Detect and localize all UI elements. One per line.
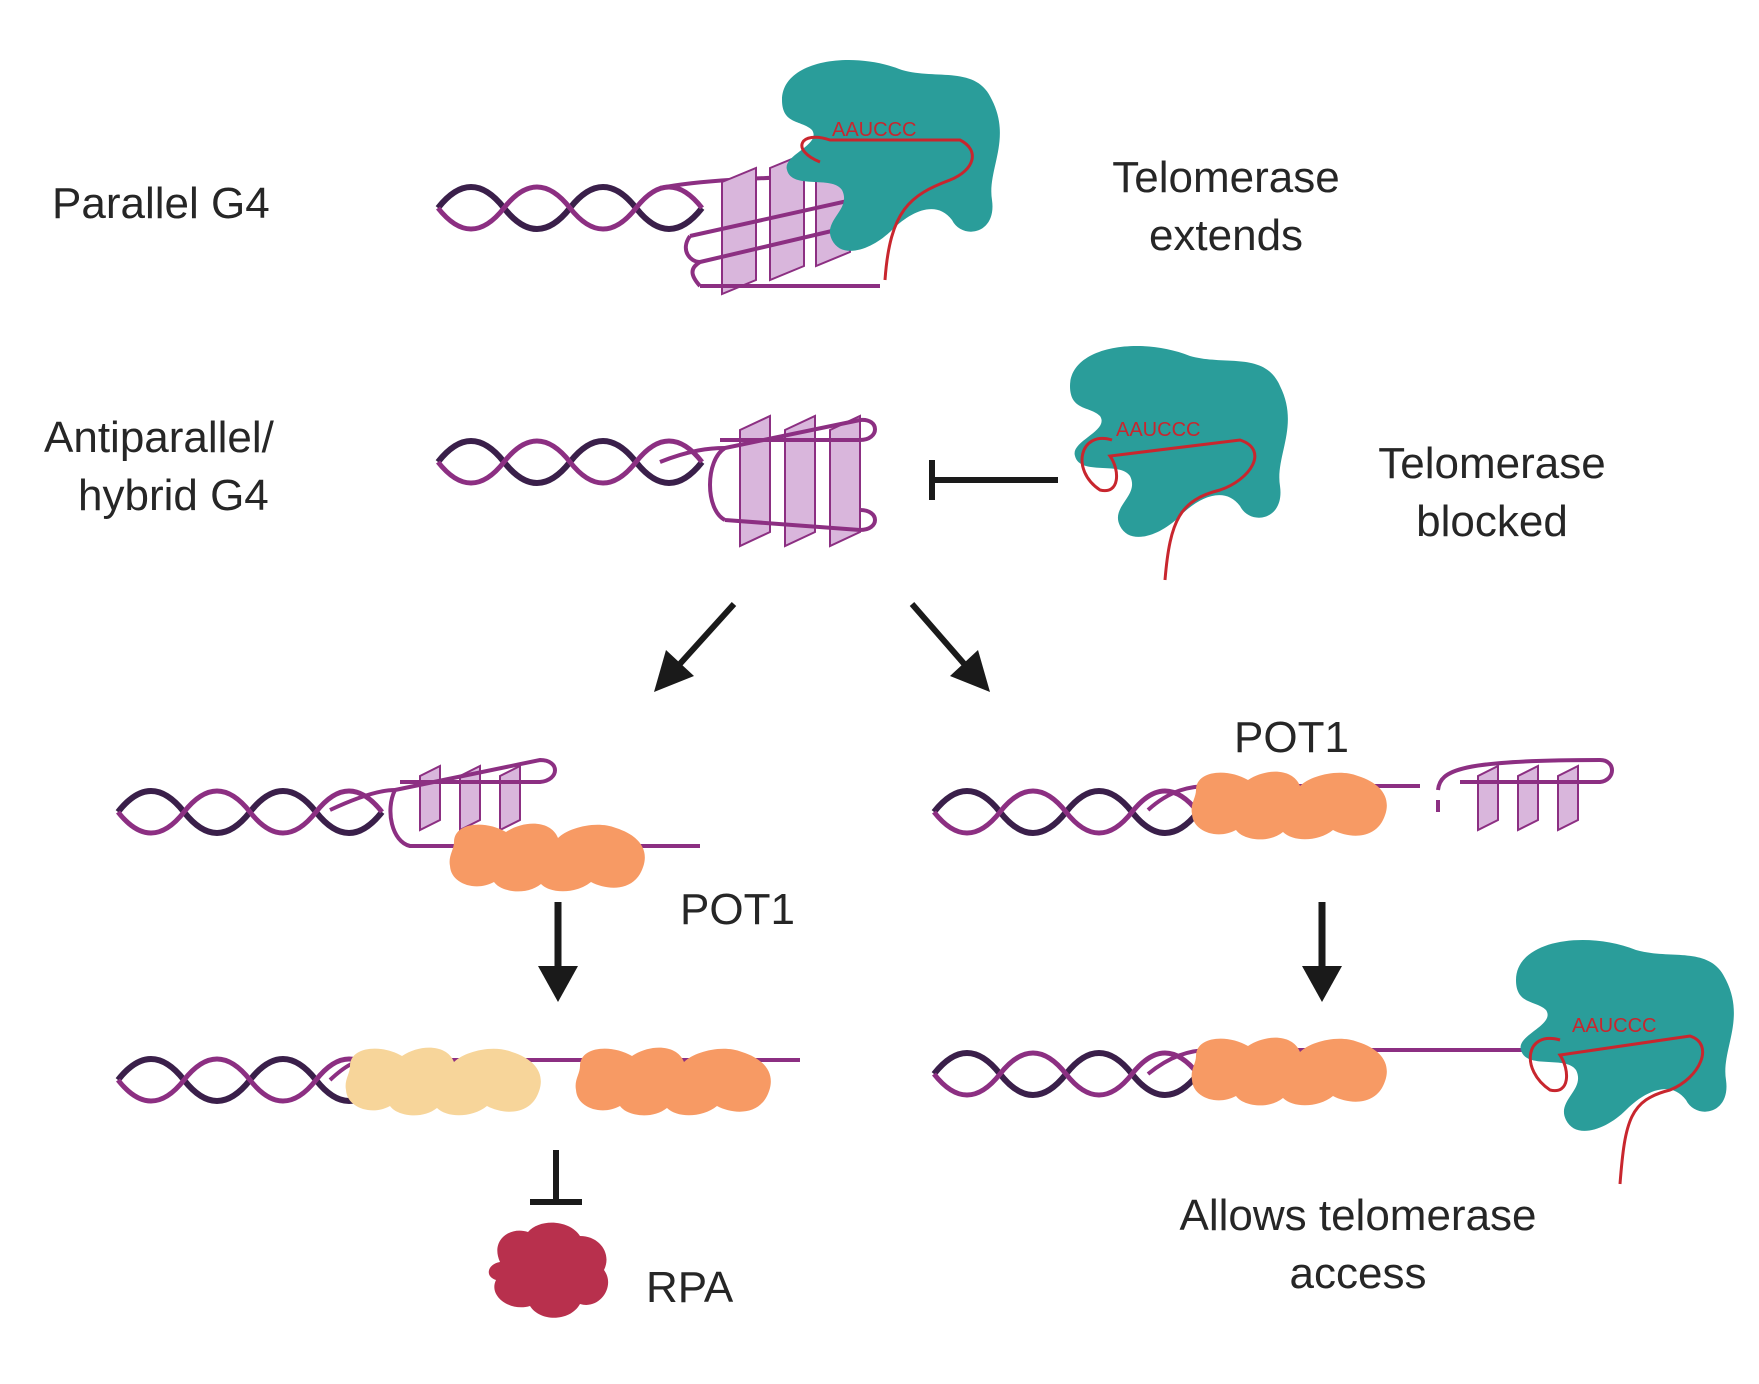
label-telomerase-extends-1: Telomerase (1112, 153, 1339, 202)
arrow-down-right-col (1302, 902, 1342, 1002)
rna-template-bottom: AAUCCC (1572, 1015, 1656, 1037)
left-pot1-rpa-complex (118, 1047, 800, 1116)
rna-template-top: AAUCCC (832, 119, 916, 141)
rpa-protein (488, 1222, 609, 1318)
label-antiparallel-1: Antiparallel/ (44, 413, 275, 462)
parallel-g4-structure (438, 140, 880, 296)
label-parallel-g4: Parallel G4 (52, 179, 270, 228)
label-antiparallel-2: hybrid G4 (78, 471, 269, 520)
arrow-down-right (909, 602, 990, 692)
rna-template-blocked: AAUCCC (1116, 419, 1200, 441)
right-pot1-telomerase-complex: AAUCCC (934, 940, 1734, 1185)
label-pot1-left: POT1 (680, 885, 795, 934)
telomerase-top: AAUCCC (782, 60, 1000, 281)
telomerase-blocked: AAUCCC (1070, 346, 1288, 581)
label-pot1-right: POT1 (1234, 713, 1349, 762)
antiparallel-g4-structure (438, 414, 877, 548)
inhibition-bar-rpa (530, 1150, 582, 1205)
label-telomerase-extends-2: extends (1149, 211, 1303, 260)
inhibition-bar-telomerase (929, 460, 1058, 500)
label-telomerase-blocked-1: Telomerase (1378, 439, 1605, 488)
label-allows-1: Allows telomerase (1179, 1191, 1536, 1240)
label-rpa: RPA (646, 1263, 734, 1312)
label-telomerase-blocked-2: blocked (1416, 497, 1568, 546)
left-pot1-g4-complex (118, 757, 700, 892)
arrow-down-left-col (538, 902, 578, 1002)
label-allows-2: access (1290, 1249, 1427, 1298)
right-pot1-unfolded-g4 (934, 757, 1614, 840)
arrow-down-left (654, 601, 737, 692)
